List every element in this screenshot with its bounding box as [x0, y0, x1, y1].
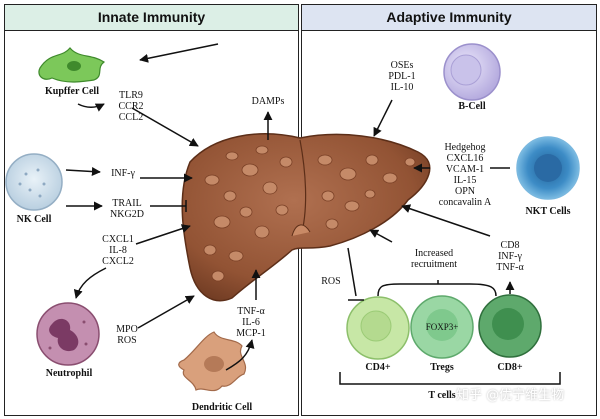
kupffer-cell-illustration [38, 47, 106, 83]
adaptive-panel-title: Adaptive Immunity [301, 4, 597, 31]
kupffer-cell-label: Kupffer Cell [45, 86, 99, 97]
nkt-signal-il15: IL-15 [453, 175, 477, 186]
cd4-label: CD4+ [365, 362, 391, 373]
kupffer-signal-tlr9: TLR9 [119, 90, 143, 101]
kupffer-signal-ccr2: CCR2 [118, 101, 144, 112]
cd4-cell-illustration [346, 296, 410, 360]
neutrophil-signal-mpo: MPO [116, 324, 138, 335]
cd8-cell-illustration [478, 294, 542, 358]
chemokine-cxcl2: CXCL2 [102, 256, 134, 267]
dendritic-signal-tnf: TNF-α [237, 306, 265, 317]
kupffer-signals: TLR9 CCR2 CCL2 [106, 90, 156, 123]
recruitment-line-2: recruitment [410, 259, 458, 270]
tregs-label: Tregs [430, 362, 454, 373]
bcell-signal-pdl1: PDL-1 [388, 71, 416, 82]
nk-cell-label: NK Cell [16, 214, 52, 225]
chemokine-cxcl1: CXCL1 [102, 234, 134, 245]
dendritic-signal-mcp1: MCP-1 [236, 328, 266, 339]
dendritic-signal-il6: IL-6 [242, 317, 260, 328]
nk-ifn-label: INF-γ [111, 168, 135, 179]
cd8-label: CD8+ [497, 362, 523, 373]
b-cell-illustration [443, 43, 501, 101]
nkt-signal-labels: Hedgehog CXCL16 VCAM-1 IL-15 OPN concava… [430, 142, 500, 208]
nk-cell-illustration [5, 153, 63, 211]
tregs-cell-illustration [410, 295, 474, 359]
neutrophil-illustration [36, 302, 100, 366]
chemokine-labels: CXCL1 IL-8 CXCL2 [96, 234, 140, 267]
nkt-cell-illustration [516, 136, 580, 200]
nk-trail-labels: TRAIL NKG2D [104, 198, 150, 220]
cd8-signal-tnf: TNF-α [496, 262, 524, 273]
bcell-label: B-Cell [458, 101, 486, 112]
nkt-signal-cxcl16: CXCL16 [446, 153, 484, 164]
dendritic-cell-label: Dendritic Cell [191, 402, 253, 413]
recruitment-line-1: Increased [414, 248, 454, 259]
cd8-signal-labels: CD8 INF-γ TNF-α [488, 240, 532, 273]
ros-label: ROS [321, 276, 341, 287]
dendritic-output-labels: TNF-α IL-6 MCP-1 [228, 306, 274, 339]
watermark: 知乎 @优宁维生物 [456, 388, 565, 403]
bcell-signal-il10: IL-10 [390, 82, 414, 93]
chemokine-il8: IL-8 [109, 245, 127, 256]
innate-panel-title: Innate Immunity [4, 4, 299, 31]
bcell-signal-oses: OSEs [390, 60, 414, 71]
cd8-signal-ifn: INF-γ [498, 251, 522, 262]
neutrophil-label: Neutrophil [45, 368, 93, 379]
recruitment-label: Increased recruitment [398, 248, 470, 270]
nkt-cells-label: NKT Cells [525, 206, 571, 217]
adaptive-arrows [339, 99, 561, 385]
nkt-signal-concavalin: concavalin A [438, 197, 492, 208]
nkt-signal-hedgehog: Hedgehog [444, 142, 486, 153]
nk-signal-nkg2d: NKG2D [110, 209, 144, 220]
tcells-group-label: T cells [428, 390, 456, 401]
tregs-marker-label: FOXP3+ [425, 322, 459, 332]
dendritic-cell-illustration [178, 331, 246, 392]
liver-illustration [181, 133, 431, 302]
nk-signal-trail: TRAIL [112, 198, 142, 209]
bcell-signal-labels: OSEs PDL-1 IL-10 [380, 60, 424, 93]
innate-arrows [65, 43, 273, 371]
cd8-signal-cd8: CD8 [500, 240, 520, 251]
nkt-signal-opn: OPN [454, 186, 475, 197]
nkt-signal-vcam1: VCAM-1 [445, 164, 485, 175]
neutrophil-signal-ros: ROS [117, 335, 137, 346]
kupffer-signal-ccl2: CCL2 [118, 112, 144, 123]
damps-label: DAMPs [251, 96, 285, 107]
neutrophil-output-labels: MPO ROS [112, 324, 142, 346]
